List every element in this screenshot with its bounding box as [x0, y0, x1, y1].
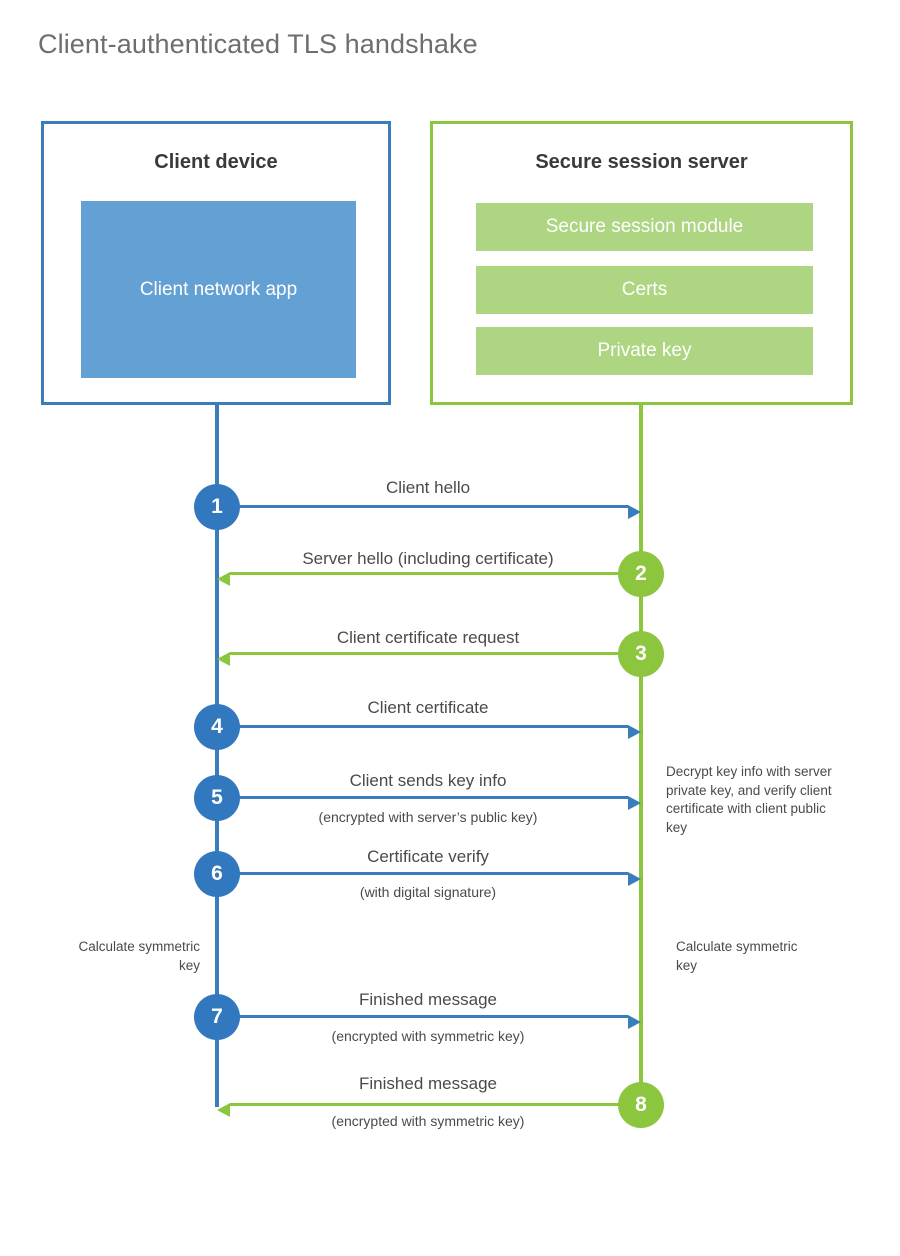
step-circle-2[interactable]: 2: [618, 551, 664, 597]
arrowhead-right-icon: [628, 796, 641, 810]
client-network-app-block: Client network app: [81, 201, 356, 378]
client-device-box: Client device Client network app: [41, 121, 391, 405]
arrowhead-left-icon: [217, 572, 230, 586]
arrow-line-1: [217, 505, 628, 508]
arrow-line-4: [217, 725, 628, 728]
server-component-private-key: Private key: [476, 327, 813, 375]
arrow-line-8: [230, 1103, 640, 1106]
step-circle-5[interactable]: 5: [194, 775, 240, 821]
arrowhead-left-icon: [217, 1103, 230, 1117]
message-label-5: Client sends key info: [349, 771, 507, 790]
server-lifeline: [639, 405, 643, 1107]
secure-session-server-title: Secure session server: [535, 151, 748, 173]
step-circle-7[interactable]: 7: [194, 994, 240, 1040]
client-device-title: Client device: [154, 151, 278, 173]
message-label-4: Client certificate: [367, 698, 489, 717]
arrow-line-3: [230, 652, 640, 655]
server-component-certs: Certs: [476, 266, 813, 314]
message-sublabel-7: (encrypted with symmetric key): [331, 1028, 525, 1044]
message-label-2: Server hello (including certificate): [302, 549, 554, 568]
arrow-line-6: [217, 872, 628, 875]
page-title: Client-authenticated TLS handshake: [38, 29, 478, 59]
message-sublabel-6: (with digital signature): [359, 884, 497, 900]
step-circle-3[interactable]: 3: [618, 631, 664, 677]
step-circle-1[interactable]: 1: [194, 484, 240, 530]
annotation-client-calculate-symmetric-key: Calculate symmetric key: [78, 939, 200, 973]
arrow-line-5: [217, 796, 628, 799]
step-circle-4[interactable]: 4: [194, 704, 240, 750]
message-sublabel-5: (encrypted with server’s public key): [318, 809, 538, 825]
arrow-line-2: [230, 572, 640, 575]
arrowhead-right-icon: [628, 725, 641, 739]
message-sublabel-8: (encrypted with symmetric key): [331, 1113, 525, 1129]
arrowhead-right-icon: [628, 505, 641, 519]
message-label-3: Client certificate request: [336, 628, 520, 647]
step-circle-6[interactable]: 6: [194, 851, 240, 897]
message-label-6: Certificate verify: [367, 847, 489, 866]
server-component-secure-session-module: Secure session module: [476, 203, 813, 251]
arrowhead-right-icon: [628, 872, 641, 886]
message-label-7: Finished message: [359, 990, 497, 1009]
message-label-8: Finished message: [359, 1074, 497, 1093]
client-lifeline: [215, 405, 219, 1107]
step-circle-8[interactable]: 8: [618, 1082, 664, 1128]
message-label-1: Client hello: [385, 478, 471, 497]
secure-session-server-box: Secure session server Secure session mod…: [430, 121, 853, 405]
arrow-line-7: [217, 1015, 628, 1018]
arrowhead-right-icon: [628, 1015, 641, 1029]
annotation-server-decrypt: Decrypt key info with server private key…: [666, 764, 832, 835]
annotation-server-calculate-symmetric-key: Calculate symmetric key: [676, 939, 798, 973]
arrowhead-left-icon: [217, 652, 230, 666]
